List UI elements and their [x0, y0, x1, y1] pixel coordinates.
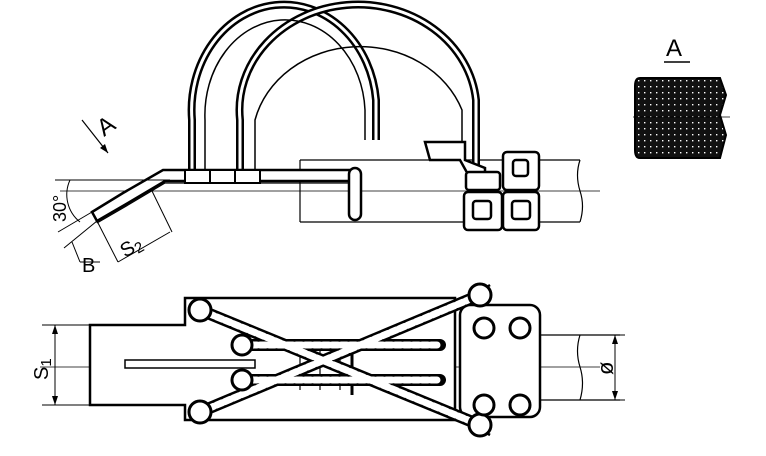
diameter-dimension: [540, 334, 625, 401]
svg-text:S1: S1: [31, 358, 55, 380]
side-view: A 30° B S2: [50, 0, 600, 277]
angle-dimension: [55, 179, 170, 223]
s1-dimension: [42, 324, 95, 406]
base-plate-plan: [88, 296, 457, 422]
width-label-b: B: [82, 255, 95, 277]
view-a: A: [633, 35, 730, 159]
wire-arches: [187, 0, 480, 175]
svg-text:A: A: [666, 35, 682, 62]
angle-label: 30°: [50, 195, 70, 222]
s2-label: S2: [117, 232, 148, 264]
diameter-label: ø: [593, 362, 618, 375]
bs2-dimensions: [57, 190, 173, 263]
view-arrow-a: A: [81, 111, 121, 154]
svg-text:S2: S2: [117, 232, 148, 264]
s1-label: S1: [31, 358, 55, 380]
base-plate: [90, 168, 355, 224]
cable-eyes: [187, 282, 532, 438]
twisted-cables: [194, 289, 486, 431]
plan-view: S1 ø: [31, 282, 625, 438]
locking-pin: [347, 166, 363, 222]
clamp-blocks: [423, 140, 541, 232]
